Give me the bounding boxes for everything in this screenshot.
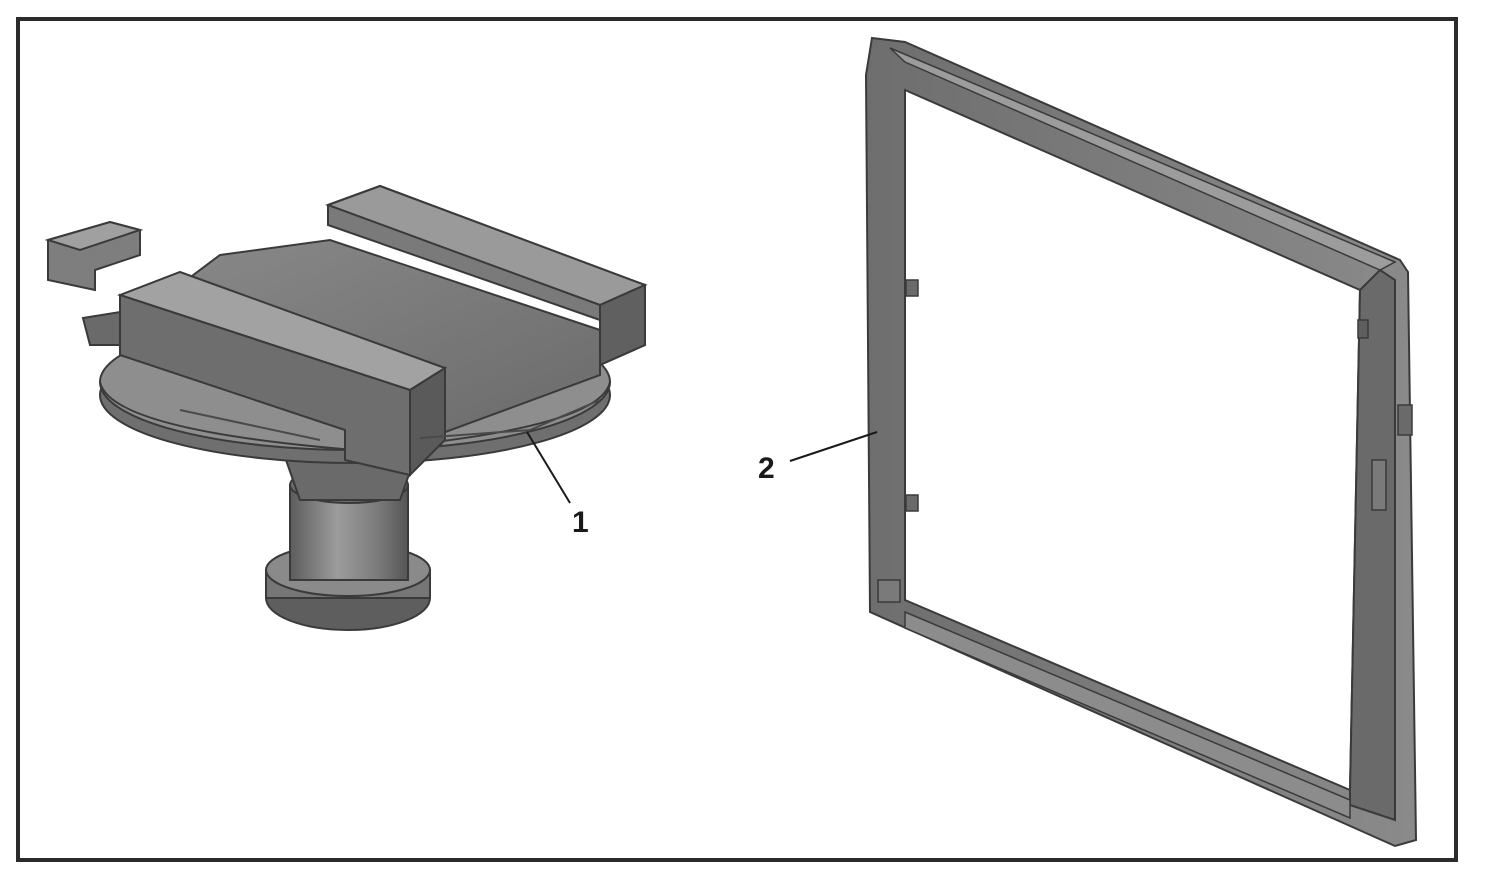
- callout-2-leader: [789, 431, 878, 462]
- callout-1-leader: [526, 431, 571, 504]
- callout-2-label: 2: [758, 452, 775, 485]
- part-1-mount: [44, 184, 648, 631]
- callout-1-label: 1: [572, 506, 589, 539]
- part-2-frame: [864, 36, 1418, 848]
